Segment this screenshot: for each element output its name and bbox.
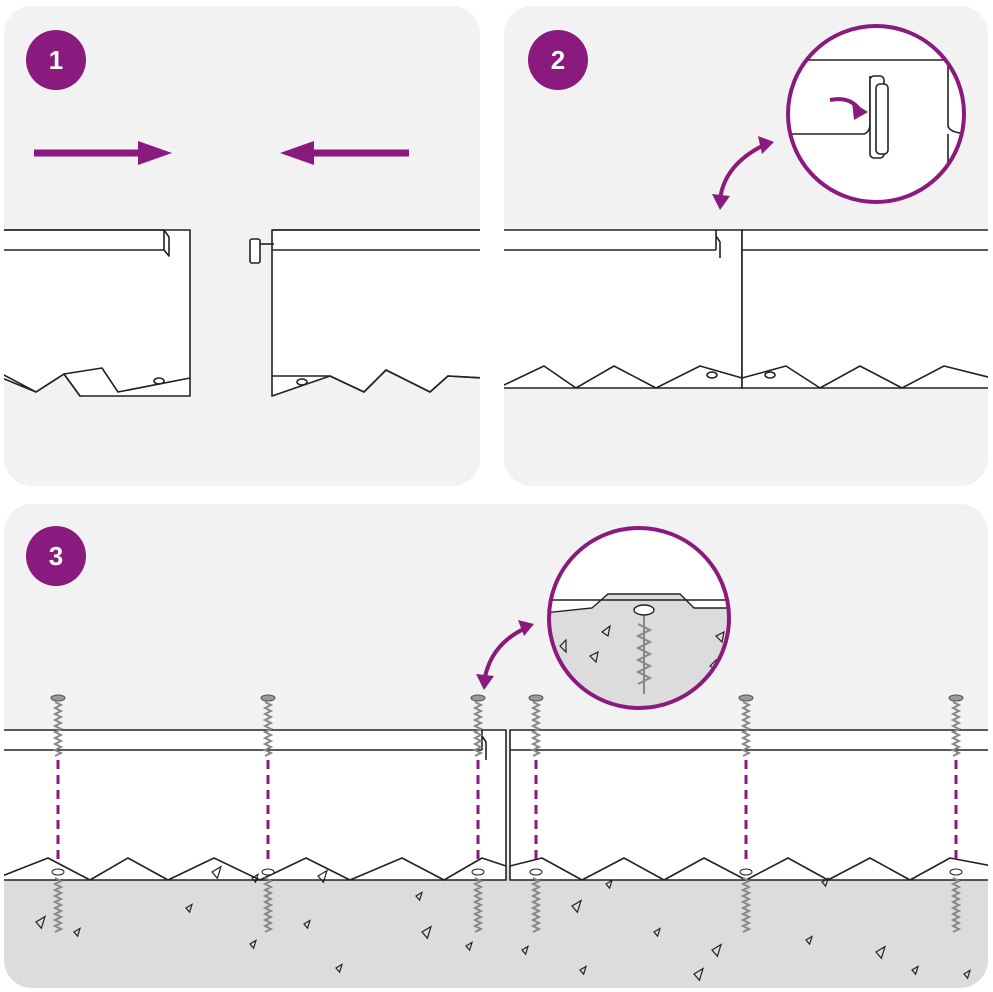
pebble [911, 965, 920, 976]
pebble [605, 879, 614, 890]
arrow-left-icon [280, 141, 409, 165]
pebble [35, 915, 47, 930]
pebble [73, 927, 82, 938]
right-edging-piece [249, 229, 480, 397]
step-1-illustration [4, 141, 480, 397]
step-2-illustration [504, 24, 988, 389]
magnifier-circle-icon [547, 526, 731, 710]
step-3-badge: 3 [26, 526, 86, 586]
stake-icon [260, 694, 276, 933]
arrow-right-icon [34, 141, 172, 165]
step-1-panel: 1 [4, 6, 480, 486]
pebble [875, 945, 887, 960]
pebble [465, 941, 474, 952]
pebble [421, 925, 433, 940]
pebble [821, 877, 830, 888]
pebble [579, 965, 588, 976]
stake-icon [528, 694, 544, 933]
pebble [185, 903, 194, 914]
step-3-illustration [4, 526, 988, 988]
installed-edging [4, 729, 988, 881]
pebble [653, 927, 662, 938]
double-arrow-icon [476, 620, 534, 690]
pebble [249, 939, 258, 950]
pebble [415, 891, 424, 902]
stake-icon [948, 694, 964, 933]
pebble [521, 945, 530, 956]
pebble [303, 919, 312, 930]
stake-icon [50, 694, 66, 933]
pebble [693, 967, 705, 982]
step-2-panel: 2 [504, 6, 988, 486]
pebble [571, 899, 583, 914]
step-1-badge: 1 [26, 30, 86, 90]
pebble [335, 963, 344, 974]
pebble [711, 943, 723, 958]
stakes-group [50, 694, 964, 933]
pebble [963, 969, 972, 980]
joined-edging [504, 229, 988, 389]
pebble [317, 869, 329, 884]
left-edging-piece [4, 229, 191, 397]
pebble [251, 873, 260, 884]
step-3-panel: 3 [4, 504, 988, 988]
double-arrow-icon [712, 136, 774, 210]
soil-area [4, 866, 988, 988]
pebble [211, 865, 223, 880]
step-2-badge: 2 [528, 30, 588, 90]
pebble [805, 935, 814, 946]
stake-icon [470, 694, 486, 933]
magnifier-circle-icon [786, 24, 966, 204]
stake-icon [738, 694, 754, 933]
pebbles-group [35, 865, 972, 982]
